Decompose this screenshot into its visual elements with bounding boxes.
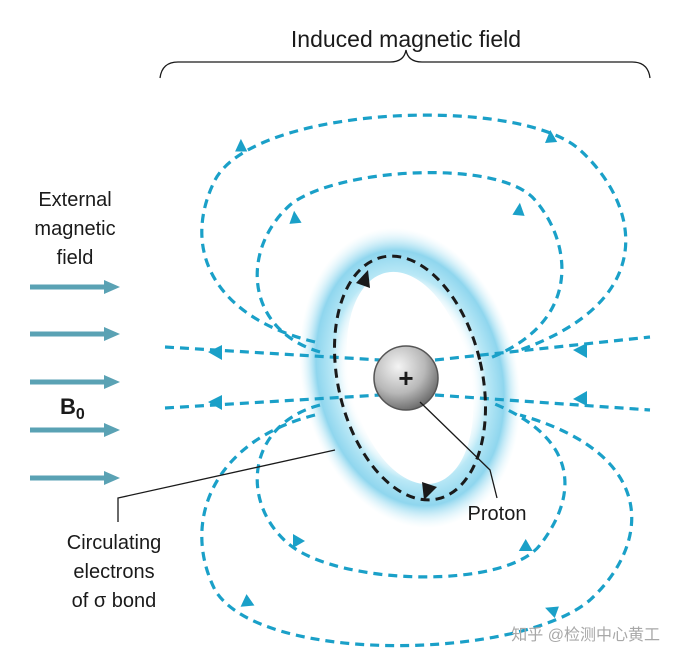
electrons-label-3: of σ bond [72, 590, 157, 612]
electrons-leader [117, 449, 336, 522]
title: Induced magnetic field [291, 26, 521, 52]
proton-sign: + [398, 363, 413, 393]
title-brace [159, 49, 651, 79]
field-line-arrow-icons [208, 129, 587, 619]
electrons-label-1: Circulating [67, 532, 161, 554]
proton-leader [419, 401, 498, 499]
b0-symbol: B [60, 394, 76, 419]
proton-sphere-icon [373, 345, 439, 411]
watermark: 知乎 @检测中心黄工 [511, 626, 660, 644]
b0-label: B0 [60, 394, 85, 423]
b0-subscript: 0 [76, 406, 85, 423]
electron-direction-arrow-icon [356, 270, 370, 288]
electron-direction-arrow-icon [422, 482, 437, 500]
external-field-arrow-icons [30, 280, 120, 485]
electrons-label-2: electrons [73, 561, 154, 583]
external-field-label-3: field [57, 247, 94, 269]
proton-label: Proton [468, 503, 527, 525]
electron-path [333, 254, 487, 502]
external-field-label-2: magnetic [34, 218, 115, 240]
external-field-label-1: External [38, 189, 111, 211]
